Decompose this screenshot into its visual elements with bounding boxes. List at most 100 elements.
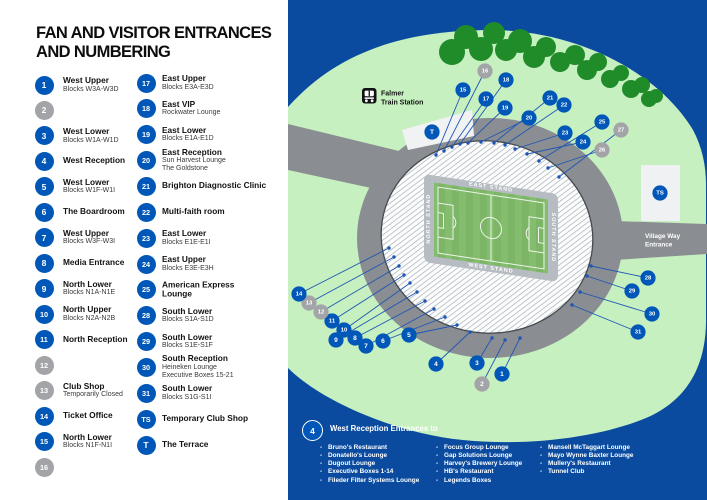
map-marker-label: 17: [483, 96, 490, 102]
legend-badge-5: 5: [34, 177, 54, 197]
legend-item-subtitle: Blocks N1A-N1E: [63, 289, 116, 297]
legend-item-text: North Reception: [63, 334, 189, 345]
map-marker-label: T: [430, 129, 434, 136]
dash-bullet: [540, 468, 548, 476]
map-marker-4: [428, 356, 444, 372]
legend-item-subtitle: Blocks S1A-S1D: [162, 316, 214, 324]
legend-item-title: Multi-faith room: [162, 206, 225, 217]
dash-bullet: [320, 477, 328, 485]
legend-item-text: Multi-faith room: [162, 206, 288, 218]
info-marker-number: 4: [310, 425, 315, 436]
village-way-line2: Entrance: [645, 242, 673, 249]
dash-bullet: [540, 444, 548, 452]
info-item-text: Harvey's Brewery Lounge: [444, 460, 523, 468]
legend-item-text: Temporary Club Shop: [162, 414, 288, 424]
info-marker-badge: 4: [302, 420, 323, 441]
info-list-item: Tunnel Club: [540, 468, 633, 476]
info-list-item: HB's Restaurant: [436, 468, 522, 476]
legend-badge-label: 13: [39, 386, 49, 396]
legend-item-subtitle: Rockwater Lounge: [162, 109, 221, 117]
leader-line-22: [504, 104, 565, 146]
map-marker-label: 4: [434, 361, 438, 368]
map-marker-24: [575, 134, 591, 150]
map-marker-16: [477, 63, 493, 79]
leader-dot-10: [408, 281, 412, 285]
legend-item-title: South Lower: [162, 383, 213, 394]
legend-badge-4: 4: [34, 151, 54, 171]
leader-dot-2: [503, 338, 507, 342]
leader-dot-31: [570, 303, 574, 307]
leader-line-14: [298, 247, 390, 295]
dash-bullet: [320, 460, 328, 468]
legend-item-text: The Boardroom: [63, 207, 189, 218]
legend-badge-15: 15: [34, 432, 54, 452]
legend-badge-6: 6: [34, 202, 54, 222]
dash-bullet: [320, 452, 328, 460]
legend-badge-label: 14: [39, 411, 49, 421]
legend-item-text: The Terrace: [162, 440, 288, 450]
map-marker-15: [455, 82, 471, 98]
legend-item-subtitle: Blocks E3E-E3H: [162, 264, 214, 272]
station-label-line1: Falmer: [381, 91, 404, 98]
info-item-text: Fileder Filter Systems Lounge: [328, 476, 420, 484]
info-list-item: Legends Boxes: [436, 477, 522, 485]
legend-badge-24: 24: [136, 254, 156, 274]
legend-badge-label: 11: [40, 335, 48, 345]
leader-dot-14: [387, 246, 391, 250]
legend-badge-label: 31: [141, 388, 151, 398]
leader-line-28: [590, 265, 649, 279]
map-marker-T: [424, 124, 440, 140]
legend-badge-label: T: [143, 440, 149, 451]
legend-item-title: West Upper: [63, 227, 109, 238]
info-list-item: Mullery's Restaurant: [540, 460, 633, 468]
map-marker-label: 13: [306, 300, 313, 306]
legend-badge-label: 18: [141, 104, 151, 114]
title-line-2: AND NUMBERING: [36, 43, 171, 61]
leader-line-20: [480, 117, 530, 143]
legend-item-subtitle: Blocks E1E-E1I: [162, 238, 211, 246]
legend-badge-21: 21: [136, 176, 156, 196]
legend-badge-31: 31: [136, 383, 156, 403]
legend-badge-18: 18: [136, 99, 156, 119]
legend-item-subtitle: Blocks N1F-N1I: [63, 442, 113, 450]
legend-badge-label: 24: [141, 259, 151, 269]
map-marker-label: 15: [460, 87, 467, 93]
legend-panel: FAN AND VISITOR ENTRANCES AND NUMBERING …: [0, 0, 288, 500]
leader-dot-3: [490, 336, 494, 340]
leader-line-25: [538, 121, 603, 162]
legend-badge-label: 12: [39, 360, 49, 370]
title-line-1: FAN AND VISITOR ENTRANCES: [36, 24, 272, 42]
map-marker-26: [594, 142, 610, 158]
legend-item-subtitle: Blocks W3A-W3D: [63, 85, 119, 93]
map-marker-10: [336, 322, 352, 338]
legend-item-subtitle: Blocks W3F-W3I: [63, 238, 116, 246]
legend-badge-label: 28: [141, 311, 151, 321]
legend-badge-label: 16: [39, 462, 49, 472]
map-marker-label: 30: [649, 311, 656, 317]
stand-label-south: SOUTH STAND: [550, 212, 556, 262]
map-marker-7: [358, 338, 374, 354]
map-marker-label: 31: [635, 329, 642, 335]
map-marker-label: 3: [475, 360, 479, 367]
legend-item-subtitle: Blocks N2A-N2B: [63, 314, 116, 322]
legend-badge-label: 1: [41, 80, 47, 90]
map-marker-31: [630, 324, 646, 340]
map-marker-label: 12: [318, 309, 325, 315]
legend-badge-label: 2: [41, 105, 47, 116]
leader-dot-23: [513, 147, 517, 151]
legend-badge-label: 4: [41, 156, 47, 167]
leader-dot-15: [434, 153, 438, 157]
map-marker-19: [497, 100, 513, 116]
dash-bullet: [436, 444, 444, 452]
info-item-text: HB's Restaurant: [444, 468, 494, 476]
legend-item-title: West Lower: [63, 176, 110, 187]
leader-dot-27: [557, 175, 561, 179]
dash-bullet: [320, 468, 328, 476]
